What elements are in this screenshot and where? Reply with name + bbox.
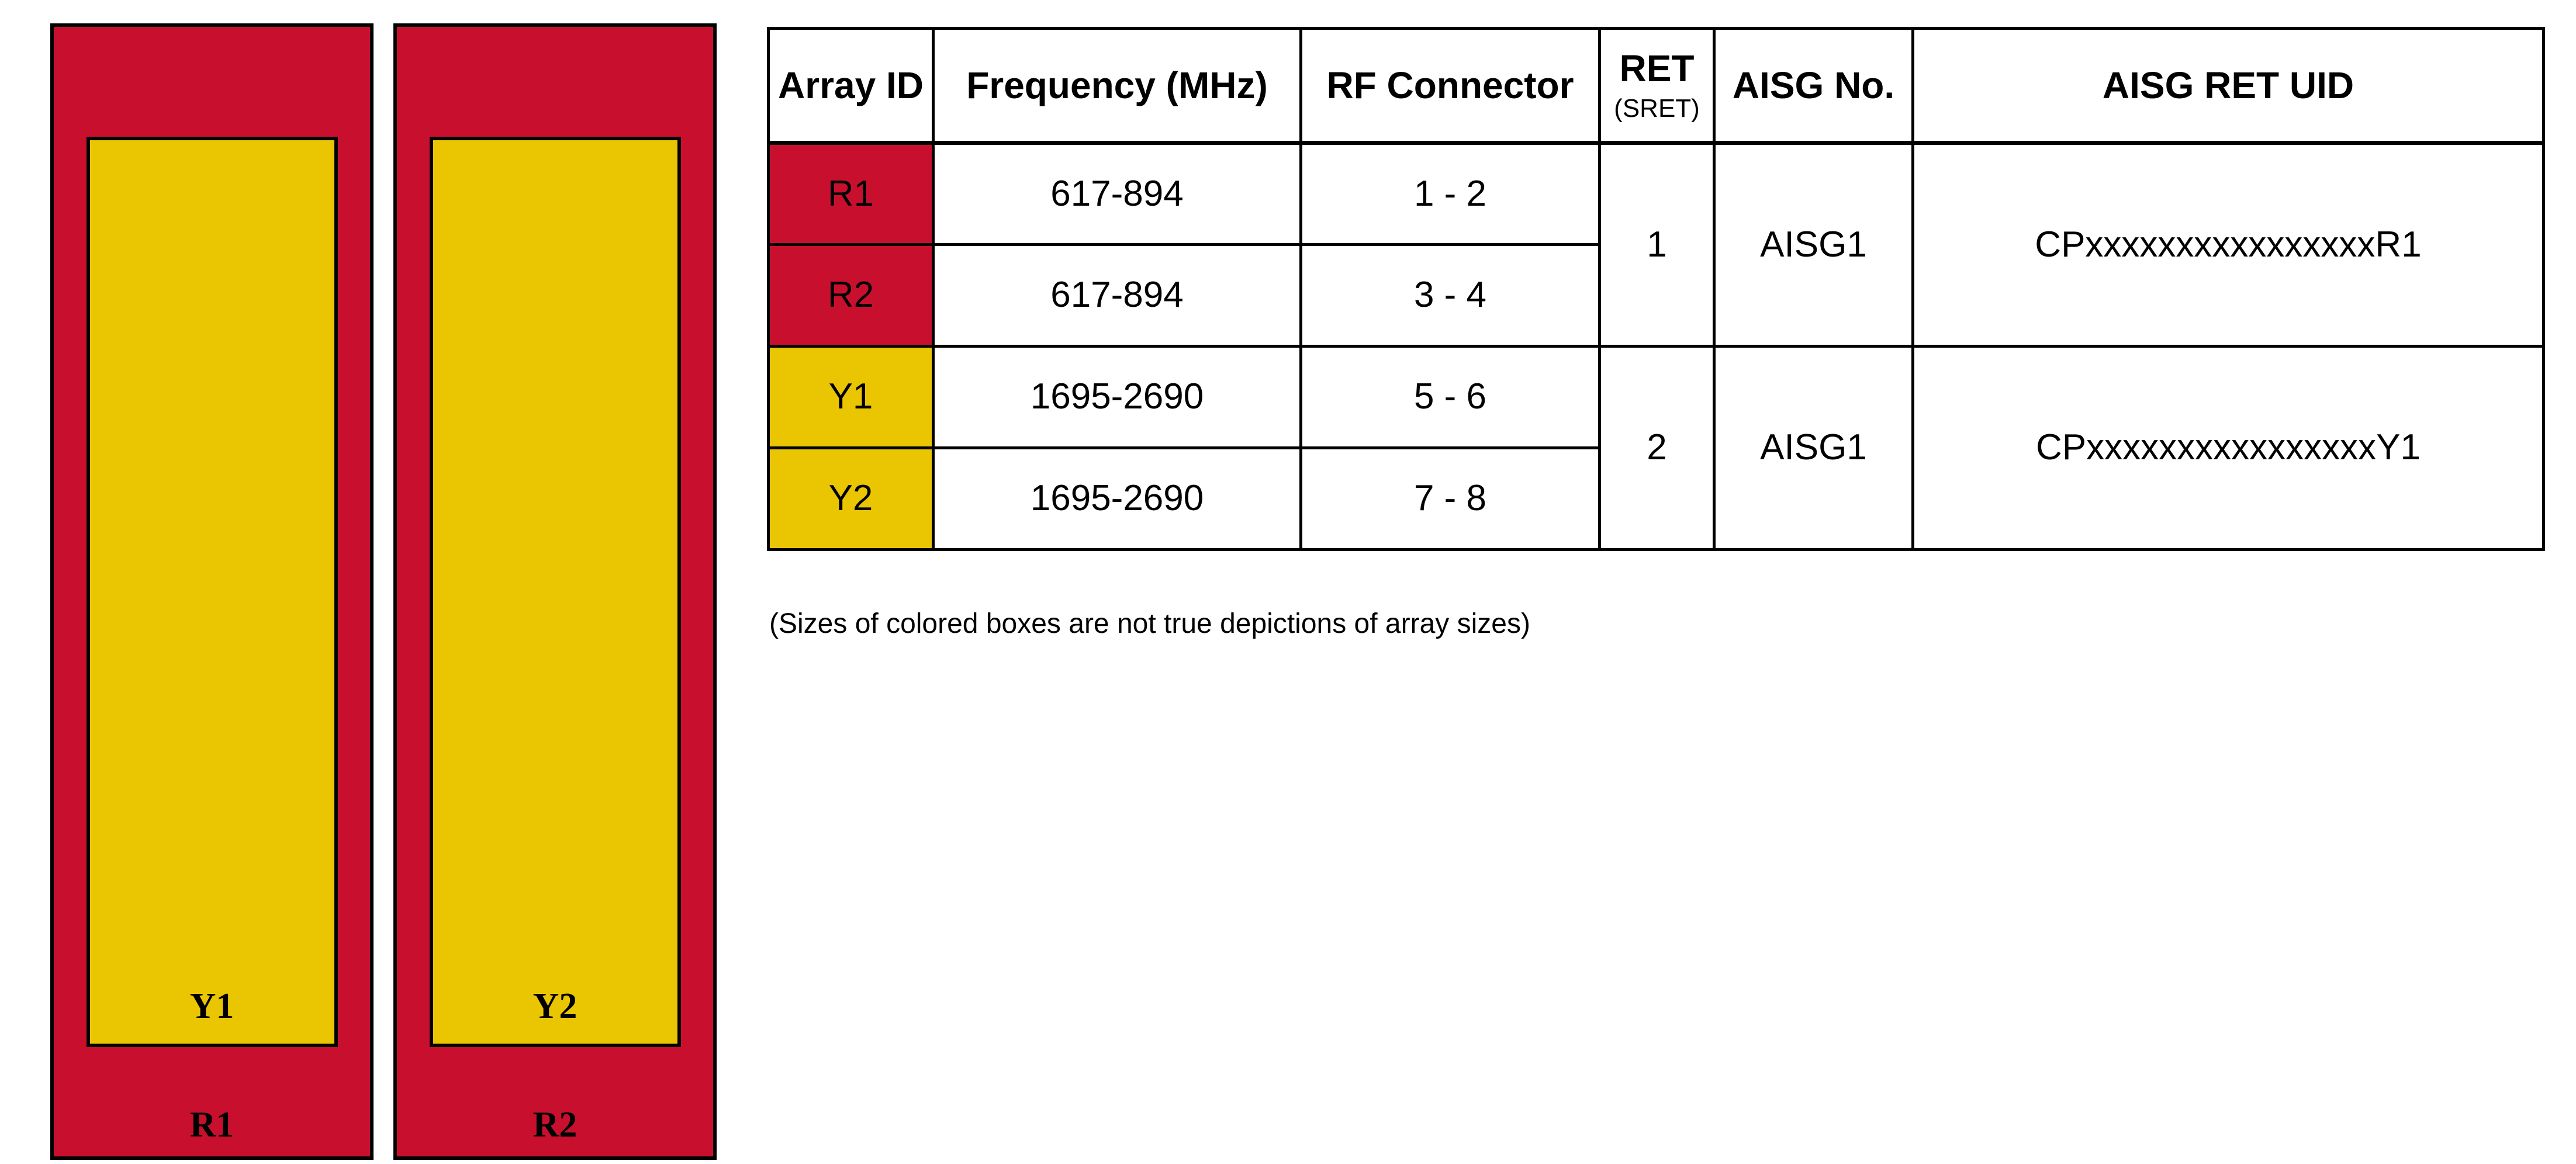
- cell-frequency-y2: 1695-2690: [932, 446, 1302, 551]
- cell-rf-connector-r1: 1 - 2: [1299, 141, 1601, 246]
- array-label-y1: Y1: [189, 986, 234, 1026]
- array-outline-r2: Y2 R2: [393, 23, 717, 1160]
- ret-header-main: RET: [1619, 47, 1695, 90]
- cell-frequency-r1: 617-894: [932, 141, 1302, 246]
- col-header-rf-connector: RF Connector: [1299, 27, 1601, 145]
- header-row: Array ID Frequency (MHz) RF Connector RE…: [767, 27, 2545, 145]
- table-row-y1: Y1 1695-2690 5 - 6 2 AISG1 CPxxxxxxxxxxx…: [767, 345, 2545, 551]
- col-header-frequency: Frequency (MHz): [932, 27, 1302, 145]
- array-outline-r1: Y1 R1: [50, 23, 374, 1160]
- col-header-aisg-ret-uid: AISG RET UID: [1911, 27, 2545, 145]
- ret-header-sub: (SRET): [1614, 94, 1700, 123]
- cell-ret-group1: 1: [1598, 141, 1716, 348]
- cell-array-id-y2: Y2: [767, 446, 935, 551]
- port-configuration-table: Array ID Frequency (MHz) RF Connector RE…: [767, 27, 2545, 551]
- array-label-y2: Y2: [533, 986, 578, 1026]
- cell-aisg-ret-uid-group1: CPxxxxxxxxxxxxxxxxR1: [1911, 141, 2545, 348]
- cell-rf-connector-y1: 5 - 6: [1299, 345, 1601, 449]
- cell-rf-connector-r2: 3 - 4: [1299, 243, 1601, 348]
- array-region-y1: Y1: [86, 137, 338, 1047]
- cell-aisg-ret-uid-group2: CPxxxxxxxxxxxxxxxxY1: [1911, 345, 2545, 551]
- cell-array-id-y1: Y1: [767, 345, 935, 449]
- cell-frequency-y1: 1695-2690: [932, 345, 1302, 449]
- table-row-y2: Y2 1695-2690 7 - 8: [767, 446, 2544, 551]
- cell-aisg-no-group1: AISG1: [1713, 141, 1914, 348]
- col-header-array-id: Array ID: [767, 27, 935, 145]
- cell-rf-connector-y2: 7 - 8: [1299, 446, 1601, 551]
- cell-frequency-r2: 617-894: [932, 243, 1302, 348]
- table-row-r2: R2 617-894 3 - 4: [767, 243, 2544, 348]
- size-disclaimer-note: (Sizes of colored boxes are not true dep…: [769, 608, 1530, 639]
- array-label-r2: R2: [533, 1105, 578, 1145]
- col-header-ret: RET (SRET): [1598, 27, 1716, 145]
- cell-array-id-r1: R1: [767, 141, 935, 246]
- array-label-r1: R1: [189, 1105, 234, 1145]
- cell-ret-group2: 2: [1598, 345, 1716, 551]
- col-header-aisg-no: AISG No.: [1713, 27, 1914, 145]
- cell-array-id-r2: R2: [767, 243, 935, 348]
- table-row-r1: R1 617-894 1 - 2 1 AISG1 CPxxxxxxxxxxxxx…: [767, 141, 2545, 348]
- cell-aisg-no-group2: AISG1: [1713, 345, 1914, 551]
- array-region-y2: Y2: [429, 137, 681, 1047]
